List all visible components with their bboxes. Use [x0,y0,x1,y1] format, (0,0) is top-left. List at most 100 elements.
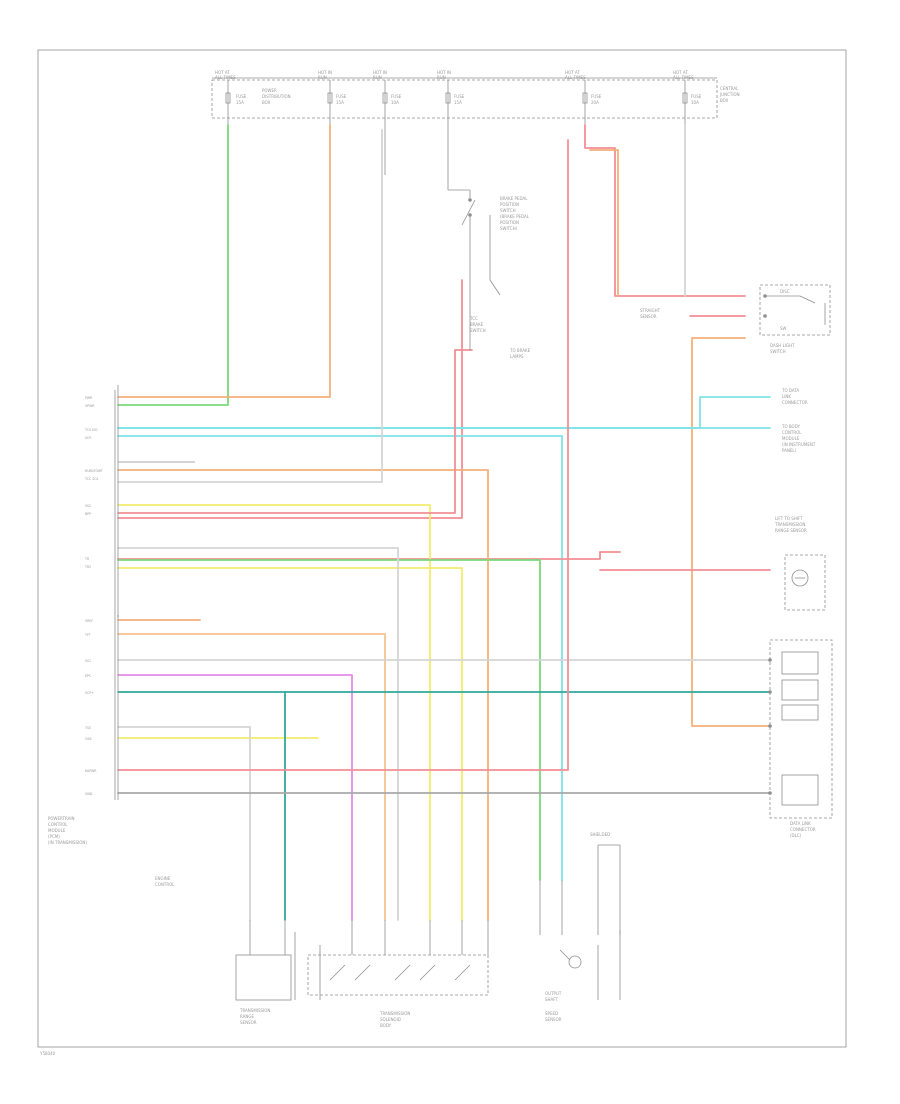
wire-red-top [584,124,746,297]
svg-text:GND: GND [85,792,93,796]
svg-text:20A: 20A [591,100,599,105]
svg-text:OSS: OSS [85,737,92,741]
svg-text:SWITCH: SWITCH [470,328,486,333]
svg-text:FUSE: FUSE [591,94,602,99]
svg-text:RUN/START: RUN/START [85,469,103,473]
svg-text:10A: 10A [691,100,699,105]
svg-text:RUN: RUN [437,75,446,80]
svg-text:RUN: RUN [373,75,382,80]
svg-text:TFT: TFT [84,633,91,637]
svg-text:ALL TIMES: ALL TIMES [215,75,236,80]
svg-text:CONTROL: CONTROL [155,882,175,887]
svg-text:SWITCH: SWITCH [770,349,786,354]
wire-red-switch [117,349,473,514]
svg-text:KAPWR: KAPWR [85,769,97,773]
svg-text:TCC: TCC [469,316,478,321]
wire-yellow-2 [117,567,463,921]
svg-text:HOT AT: HOT AT [215,70,230,75]
svg-text:TSS: TSS [84,726,91,730]
fuse-5 [582,80,588,125]
svg-text:FUSE: FUSE [391,94,402,99]
svg-text:FUSE: FUSE [691,94,702,99]
pcm-connector: PWR VPWR TCS SIG SCP- RUN/START TCC SOL … [48,390,116,845]
svg-text:TCC SOL: TCC SOL [84,477,99,481]
svg-text:ALL TIMES: ALL TIMES [565,75,586,80]
svg-text:TO DATA: TO DATA [781,388,799,393]
cruise-switch: DISC SW DASH LIGHT SWITCH STRAIGHT SENSO… [640,284,831,354]
wire-red-mid [117,551,621,560]
fuse-3 [382,80,388,125]
dlc-label-2: CONNECTOR [790,827,816,832]
svg-text:DISTRIBUTION: DISTRIBUTION [262,94,291,99]
wire-cyan-1 [117,396,771,429]
vehicle-speed-sensor [235,954,292,1001]
svg-text:TO BRAKE: TO BRAKE [509,348,531,353]
dlc-label-3: (DLC) [790,833,802,838]
svg-text:OUTPUT: OUTPUT [545,991,562,996]
transmission-components: TRANSMISSION RANGE SENSOR TRANSMISSION S… [155,832,621,1028]
svg-text:(BRAKE PEDAL: (BRAKE PEDAL [500,214,530,219]
svg-text:MODULE: MODULE [782,436,800,441]
svg-text:SW: SW [780,326,787,331]
svg-text:SCP+: SCP+ [85,691,94,695]
shift-solenoid-pack [307,954,489,996]
wire-red-brake [117,279,463,519]
svg-text:LAMPS: LAMPS [510,354,524,359]
svg-text:POSITION: POSITION [500,220,519,225]
footer-code: Y58040 [39,1051,56,1056]
svg-text:CONNECTOR: CONNECTOR [782,400,808,405]
svg-text:HOT IN: HOT IN [373,70,387,75]
svg-text:PANEL): PANEL) [782,448,797,453]
svg-text:SWITCH): SWITCH) [500,226,518,231]
svg-text:15A: 15A [236,100,244,105]
svg-text:SHIELDED: SHIELDED [590,832,610,837]
svg-text:FUSE: FUSE [454,94,465,99]
fuse-6 [682,80,688,125]
svg-text:TR: TR [84,557,90,561]
svg-text:15A: 15A [454,100,462,105]
svg-text:BOX: BOX [720,98,729,103]
dlc-label-1: DATA LINK [790,821,811,826]
svg-text:VPWR: VPWR [85,404,95,408]
svg-text:HOT IN: HOT IN [318,70,332,75]
wire-green-2 [117,559,541,881]
wire-gray-2 [117,547,399,921]
diagram-frame [37,49,847,1048]
svg-text:LIFT TO SHIFT: LIFT TO SHIFT [775,516,803,521]
wire-orange-2 [117,469,489,921]
svg-text:BRAKE: BRAKE [470,322,484,327]
svg-text:CONTROL: CONTROL [782,430,802,435]
svg-text:(IN INSTRUMENT: (IN INSTRUMENT [782,442,816,447]
svg-text:ALL TIMES: ALL TIMES [673,75,694,80]
svg-text:BODY: BODY [380,1023,392,1028]
svg-text:HOT AT: HOT AT [673,70,688,75]
fuse-2 [327,80,333,125]
svg-text:RUN: RUN [318,75,327,80]
wire-orange-right [691,337,771,727]
svg-text:JUNCTION: JUNCTION [719,92,740,97]
svg-text:TR2: TR2 [84,565,91,569]
pcm-label-3: MODULE [48,828,66,833]
svg-text:BOX: BOX [262,100,271,105]
wire-magenta [117,674,353,921]
svg-text:SCP-: SCP- [85,436,92,440]
svg-text:STRAIGHT: STRAIGHT [640,308,661,313]
svg-text:ENGINE: ENGINE [155,876,171,881]
fuse-block-outline [211,79,718,119]
wire-green [117,124,229,406]
svg-text:RANGE SENSOR: RANGE SENSOR [775,528,807,533]
wire-red-bottom [117,139,569,771]
svg-text:EPC: EPC [85,674,92,678]
svg-text:SPEED: SPEED [545,1011,558,1016]
svg-text:SENSOR: SENSOR [640,314,657,319]
svg-text:POSITION: POSITION [500,202,519,207]
wire-orange-3 [117,633,386,921]
fuse-4 [445,80,451,125]
svg-text:SENSOR: SENSOR [545,1017,562,1022]
svg-text:TCS SIG: TCS SIG [84,428,98,432]
fuse-1 [225,80,231,125]
svg-text:HOT IN: HOT IN [437,70,451,75]
pcm-label-2: CONTROL [48,822,68,827]
